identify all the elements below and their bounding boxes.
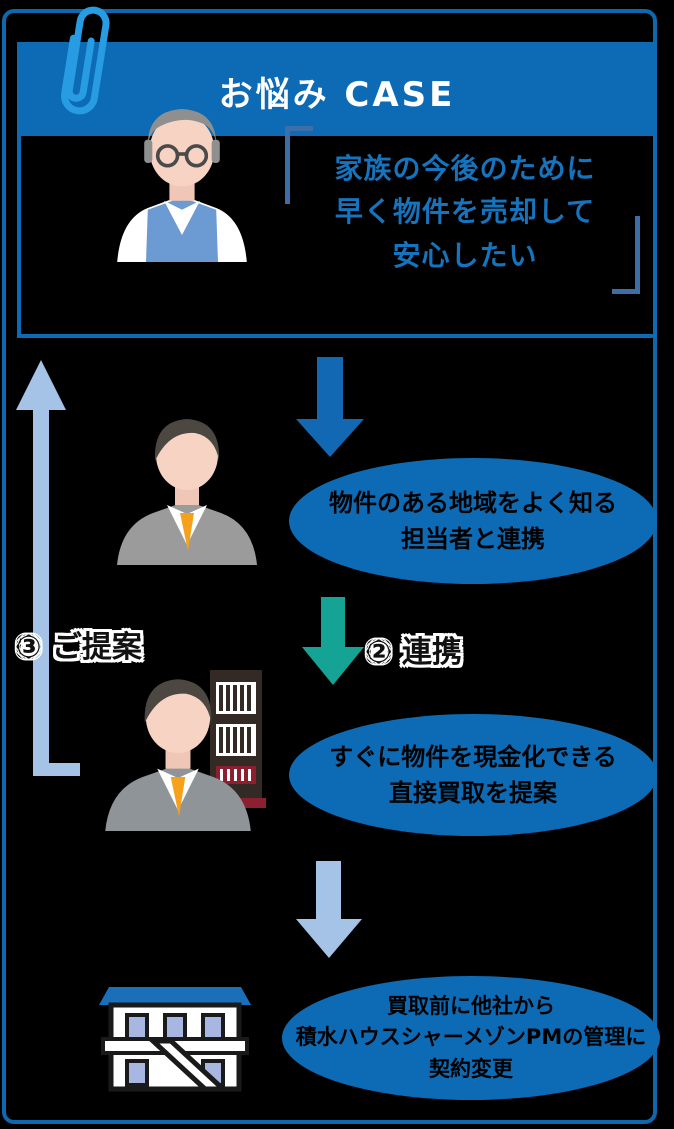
local-staff-avatar [117, 419, 257, 565]
bubble1-line: 担当者と連携 [401, 525, 545, 553]
speech-bubble-3: 買取前に他社から 積水ハウスシャーメゾンPMの管理に 契約変更 [282, 976, 660, 1100]
outer-frame [2, 9, 657, 1124]
up-arrow-light-blue-icon [16, 360, 80, 776]
elderly-owner-avatar [117, 109, 247, 262]
quote-bracket-open-icon [285, 126, 313, 204]
quote-line: 早く物件を売却して [334, 195, 596, 229]
bubble1-line: 物件のある地域をよく知る [329, 489, 617, 517]
owner-quote: 家族の今後のために 早く物件を売却して 安心したい [300, 128, 630, 296]
paperclip-icon [61, 6, 110, 115]
bubble2-line: 直接買取を提案 [389, 779, 557, 807]
bubble2-line: すぐに物件を現金化できる [329, 743, 617, 771]
bubble3-line: 買取前に他社から [387, 993, 555, 1018]
bubble3-line: 契約変更 [429, 1056, 513, 1081]
down-arrow-teal-icon [302, 597, 364, 685]
step1-label-hidden: ① ご相談 [366, 391, 492, 426]
bubble3-line: 積水ハウスシャーメゾンPMの管理に [295, 1025, 647, 1050]
step4-label-hidden: ④ 買取 [366, 894, 462, 929]
case-card: お悩み CASE [17, 42, 657, 338]
apartment-building-icon [99, 987, 251, 1092]
case-header: お悩み CASE [21, 46, 653, 136]
quote-line: 家族の今後のために [334, 151, 596, 185]
quote-line: 安心したい [392, 238, 538, 272]
speech-bubble-1: 物件のある地域をよく知る 担当者と連携 [289, 458, 657, 584]
down-arrow-light-blue-icon [296, 861, 362, 958]
company-manager-avatar [105, 679, 251, 831]
quote-bracket-close-icon [612, 216, 640, 294]
down-arrow-blue-icon [296, 357, 364, 457]
speech-bubble-2: すぐに物件を現金化できる 直接買取を提案 [289, 714, 657, 836]
office-building-icon [206, 670, 266, 808]
case-title: お悩み CASE [218, 74, 456, 115]
step3-label: ③ ご提案 [16, 630, 142, 665]
step2-label: ② 連携 [366, 635, 462, 670]
